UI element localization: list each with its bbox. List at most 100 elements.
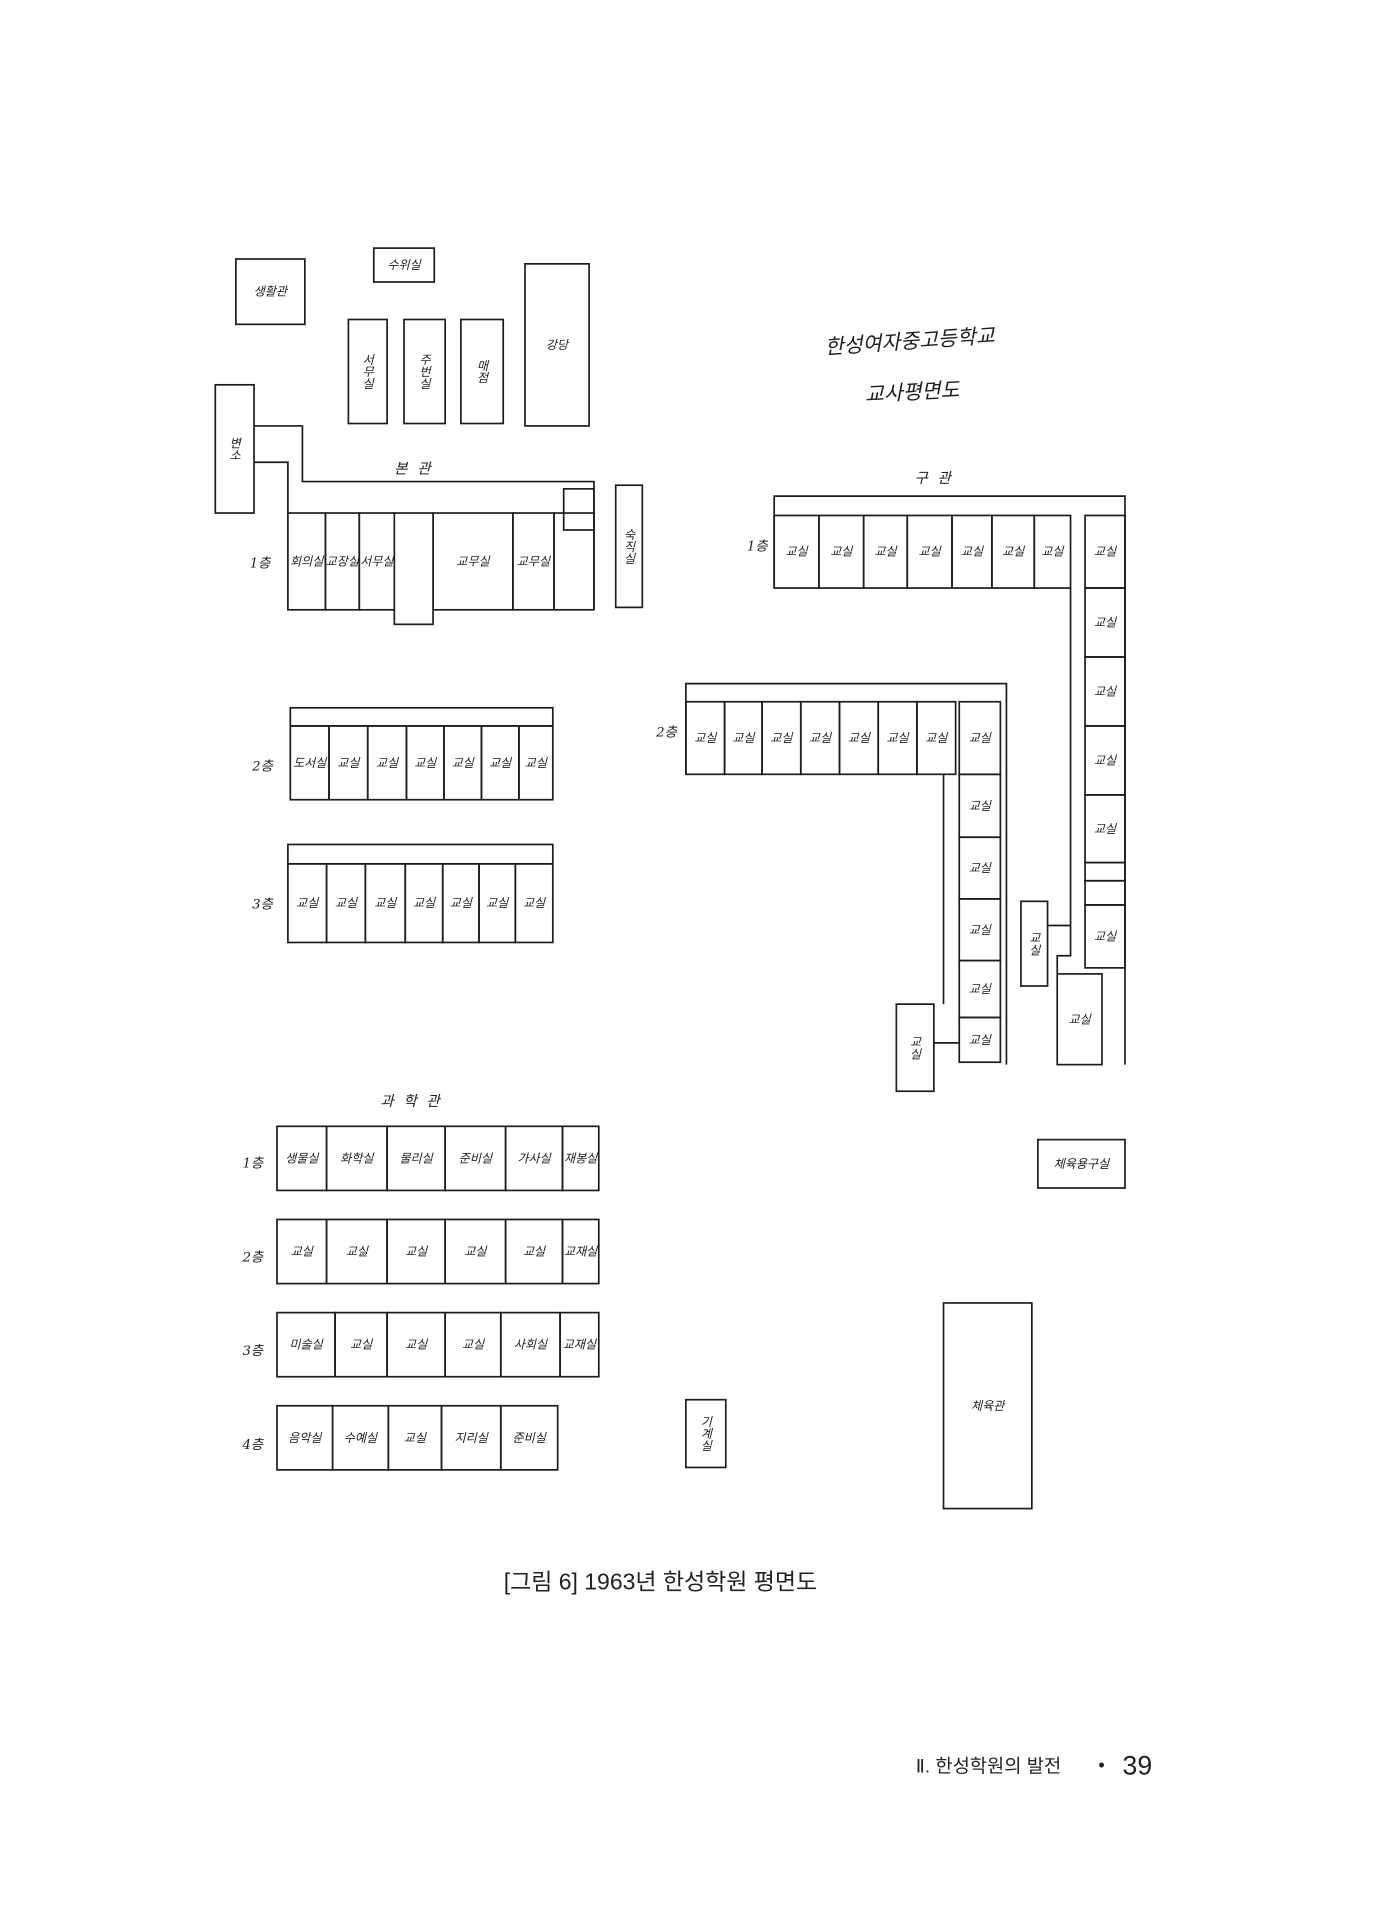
room-label: 재봉실 (564, 1151, 599, 1165)
room-label: 교실 (969, 799, 993, 813)
old-corridor-lower-wing (933, 774, 960, 1044)
room-label: 교실 (337, 756, 361, 770)
room-outline (1037, 1138, 1126, 1189)
room-label: 교실 (969, 923, 993, 937)
room: 도서실 (289, 725, 330, 801)
room-label: 지리실 (454, 1431, 489, 1445)
room: 교실 (958, 898, 1002, 962)
room-label: 교실 (925, 731, 949, 745)
room-label: 교실 (291, 1245, 315, 1259)
room: 물리실 (386, 1125, 446, 1192)
page-footer: Ⅱ. 한성학원의 발전 • 39 (916, 1751, 1152, 1781)
room: 교실 (958, 700, 1002, 776)
room-label: 교재실 (563, 1338, 598, 1352)
floor-label: 1층 (250, 555, 271, 571)
room-label: 미술실 (289, 1338, 324, 1352)
room-outline (1084, 904, 1126, 969)
room: 교실 (958, 773, 1002, 839)
corridor (289, 706, 554, 727)
room: 가사실 (504, 1125, 564, 1192)
room: 교실 (366, 725, 408, 801)
room-label: 기계실 (698, 1415, 712, 1451)
room-label: 교실 (1094, 545, 1118, 559)
room-outline (614, 484, 644, 609)
life-hall: 생활관 (235, 258, 306, 326)
room-label: 음악실 (288, 1431, 323, 1445)
room-label: 교실 (969, 1033, 993, 1047)
room: 교실 (685, 700, 726, 776)
room: 교실 (444, 1218, 507, 1285)
room-label: 사회실 (514, 1338, 549, 1352)
night-duty-room: 숙직실 (614, 484, 644, 609)
floor-label: 3층 (252, 896, 273, 912)
room: 교실 (364, 862, 407, 944)
room-outline (958, 1016, 1002, 1064)
room: 교실 (991, 514, 1036, 589)
room-outline (562, 487, 595, 531)
room-label: 교실 (404, 1431, 428, 1445)
plan-title: 한성여자중고등학교 교사평면도 (824, 323, 996, 406)
room: 준비실 (499, 1404, 559, 1471)
room: 교실 (1084, 587, 1126, 658)
room-label: 체육관 (971, 1399, 1006, 1413)
floor-label: 1층 (242, 1155, 263, 1171)
room: 교실 (386, 1218, 446, 1285)
room-outline (561, 1125, 600, 1192)
guard-room: 수위실 (372, 247, 436, 283)
room: 교실 (441, 862, 480, 944)
room-label: 교실 (523, 1245, 547, 1259)
room-label: 준비실 (459, 1151, 494, 1165)
room: 교실 (328, 725, 369, 801)
room: 교실 (444, 1311, 502, 1378)
room-label: 교장실 (326, 554, 361, 568)
room: 교무실 (512, 512, 555, 611)
floor-label: 4층 (241, 1437, 263, 1453)
room: 교실 (958, 836, 1002, 900)
room-outline (524, 263, 590, 427)
page-number: 39 (1123, 1751, 1153, 1781)
room: 교실 (723, 700, 763, 776)
room-label: 교실 (848, 731, 872, 745)
room-label: 교실 (908, 1036, 922, 1060)
room-label: 매점 (475, 359, 489, 383)
room-label: 화학실 (340, 1151, 375, 1165)
room (1084, 861, 1126, 882)
room-outline (895, 1003, 935, 1093)
floor-label: 2층 (655, 725, 677, 741)
room-label: 교실 (414, 756, 438, 770)
room: 준비실 (444, 1125, 507, 1192)
room-label: 물리실 (399, 1151, 434, 1165)
room-label: 교실 (1094, 929, 1118, 943)
room-label: 교실 (376, 756, 400, 770)
room-outline (559, 1311, 600, 1378)
room: 교실 (818, 514, 865, 589)
room-label: 서무실 (360, 554, 395, 568)
room-outline (916, 700, 957, 776)
room-label: 교실 (732, 731, 756, 745)
room: 교실 (761, 700, 802, 776)
room: 수예실 (331, 1404, 390, 1471)
room: 교실 (325, 862, 367, 944)
room-outline (561, 1218, 600, 1285)
room: 교실 (276, 1218, 328, 1285)
room-label: 교실 (413, 896, 437, 910)
room: 회의실 (287, 512, 327, 611)
room-outline (214, 383, 255, 514)
room: 교실 (862, 514, 909, 589)
room-outline (685, 1398, 727, 1469)
room-label: 교실 (350, 1338, 374, 1352)
room-label: 준비실 (513, 1431, 548, 1445)
room: 교실 (504, 1218, 564, 1285)
room-label: 교무실 (456, 554, 491, 568)
room-label: 교실 (1068, 1012, 1092, 1026)
room: 교실 (773, 514, 820, 589)
room: 교실 (287, 862, 328, 944)
room: 교실 (443, 725, 483, 801)
room: 교무실 (432, 512, 514, 611)
room-label: 교무실 (517, 554, 552, 568)
room-label: 교실 (969, 731, 993, 745)
machine-room: 기계실 (685, 1398, 727, 1469)
entrance (393, 512, 434, 626)
room-label: 교실 (1094, 753, 1118, 767)
room: 생물실 (276, 1125, 328, 1192)
